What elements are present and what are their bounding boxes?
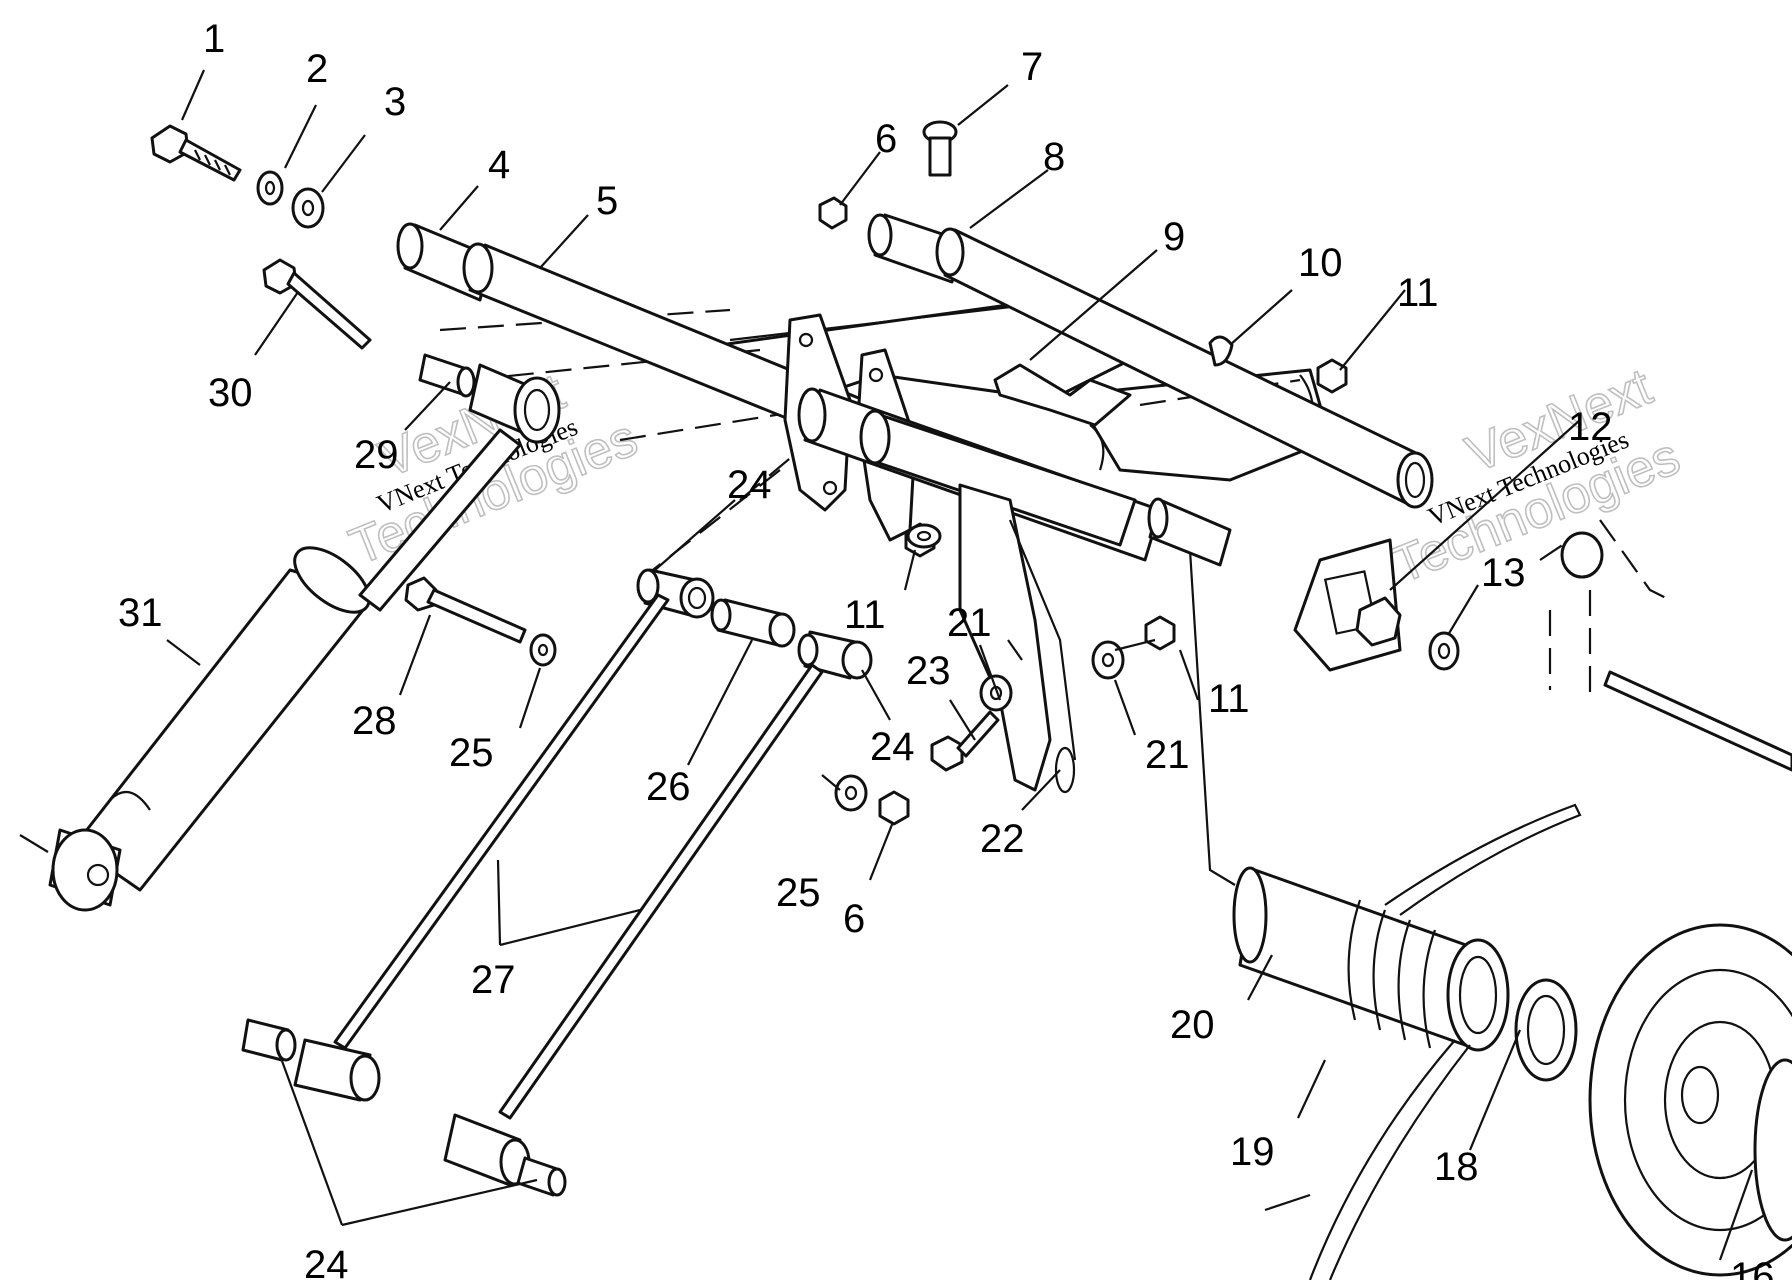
callout-6-top: 6 — [875, 117, 897, 161]
bolt-23 — [930, 710, 1000, 772]
washer-13 — [1428, 631, 1460, 671]
callout-21-right: 21 — [1145, 733, 1190, 777]
callout-3: 3 — [384, 80, 406, 124]
torsion-arm — [958, 483, 1077, 794]
callout-20: 20 — [1170, 1003, 1215, 1047]
nut-11-top — [1316, 358, 1348, 394]
pin-10 — [1208, 335, 1234, 367]
callout-24-top: 24 — [727, 463, 772, 507]
callout-24-bottom: 24 — [304, 1243, 349, 1280]
bushing-24-mid — [797, 630, 873, 680]
callout-11-mid: 11 — [844, 593, 886, 637]
callout-2: 2 — [306, 47, 328, 91]
bracket-clip — [993, 363, 1132, 427]
link-arm-lower — [443, 663, 824, 1197]
washer-25-mid — [834, 774, 868, 812]
bushing-29 — [418, 353, 561, 444]
nut-11-right — [1144, 615, 1176, 651]
nut-6-top — [818, 196, 848, 230]
cross-shaft — [797, 387, 1232, 567]
bolt-28 — [404, 576, 527, 644]
washer-21-right — [1091, 640, 1125, 680]
callout-27: 27 — [471, 958, 516, 1002]
leader-lines — [166, 69, 1754, 1261]
callout-11-right: 11 — [1208, 677, 1250, 721]
callout-24-mid: 24 — [870, 725, 915, 769]
callout-9: 9 — [1163, 215, 1185, 259]
callout-12: 12 — [1568, 405, 1613, 449]
callout-22: 22 — [980, 817, 1025, 861]
bushing-24-upper — [636, 568, 715, 619]
callout-5: 5 — [596, 179, 618, 223]
callout-21-top: 21 — [947, 601, 992, 645]
callout-8: 8 — [1043, 135, 1065, 179]
callout-23: 23 — [906, 649, 951, 693]
callout-25-left: 25 — [449, 731, 494, 775]
callout-16: 16 — [1730, 1255, 1775, 1280]
callout-26: 26 — [646, 765, 691, 809]
rear-axle-tube — [867, 213, 1434, 509]
threaded-rod — [1560, 531, 1792, 772]
bolt-7 — [922, 120, 958, 177]
callout-28: 28 — [352, 699, 397, 743]
washer-21-top — [906, 523, 942, 549]
callout-13: 13 — [1481, 551, 1526, 595]
callout-7: 7 — [1021, 45, 1043, 89]
spacer-26 — [710, 598, 796, 648]
washer-3 — [291, 187, 325, 229]
callout-18: 18 — [1434, 1145, 1479, 1189]
bolt-1 — [150, 124, 242, 182]
callout-4: 4 — [488, 143, 510, 187]
bolt-30 — [262, 258, 372, 350]
callout-11-top: 11 — [1397, 271, 1439, 315]
callout-29: 29 — [354, 433, 399, 477]
callout-labels: 1 2 3 4 5 6 7 8 9 10 11 12 13 30 29 24 1… — [118, 17, 1775, 1280]
callout-19: 19 — [1230, 1130, 1275, 1174]
adjuster-block — [1293, 538, 1402, 672]
washer-25-left — [529, 633, 557, 667]
callout-10: 10 — [1298, 241, 1343, 285]
shock-absorber — [19, 428, 522, 912]
callout-31: 31 — [118, 591, 163, 635]
idler-wheel — [1588, 923, 1792, 1277]
callout-6-mid: 6 — [843, 897, 865, 941]
washer-21-mid — [979, 674, 1013, 712]
callout-25-mid: 25 — [776, 871, 821, 915]
callout-30: 30 — [208, 371, 253, 415]
nut-6-mid — [878, 790, 910, 826]
washer-2 — [256, 170, 284, 206]
callout-1: 1 — [203, 17, 225, 61]
idler-spring-assembly — [1232, 803, 1582, 1280]
